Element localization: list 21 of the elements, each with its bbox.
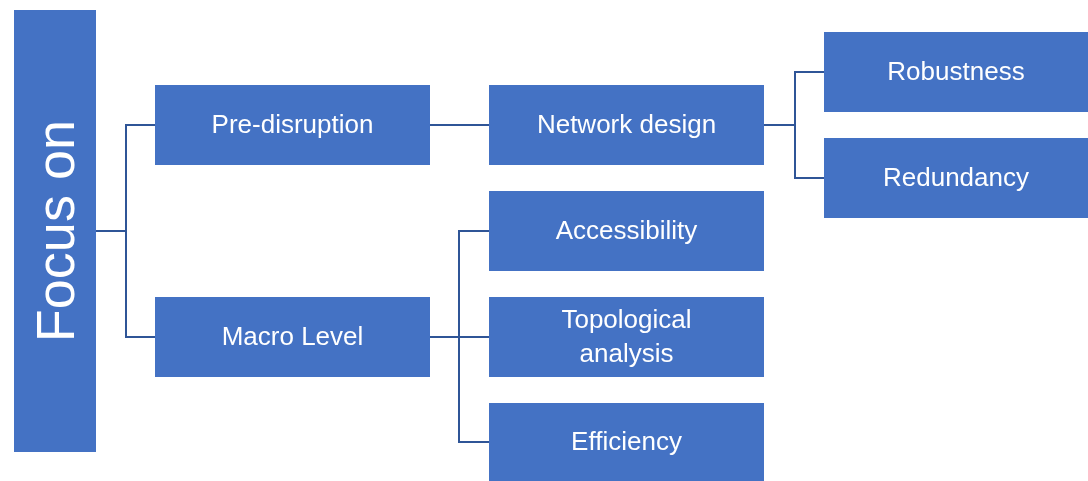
connector-line [95,230,156,338]
node-label: Macro Level [221,320,364,354]
node-label: Topological analysis [560,303,693,370]
node-label: Redundancy [883,161,1029,195]
node-label: Efficiency [571,425,682,459]
process-box [824,32,1088,112]
process-box [489,191,764,271]
node-label: Accessibility [555,214,698,248]
process-box [155,297,430,377]
process-box [489,403,764,481]
node-label: Focus on [23,119,86,343]
heading-bar [14,10,96,452]
process-box [489,85,764,165]
node-label: Pre-disruption [211,108,374,142]
process-box [489,297,764,377]
node-label: Robustness [887,55,1025,89]
node-label: Network design [536,108,717,142]
connector-line [763,124,825,179]
process-box [824,138,1088,218]
process-box [155,85,430,165]
connector-line [429,124,490,126]
